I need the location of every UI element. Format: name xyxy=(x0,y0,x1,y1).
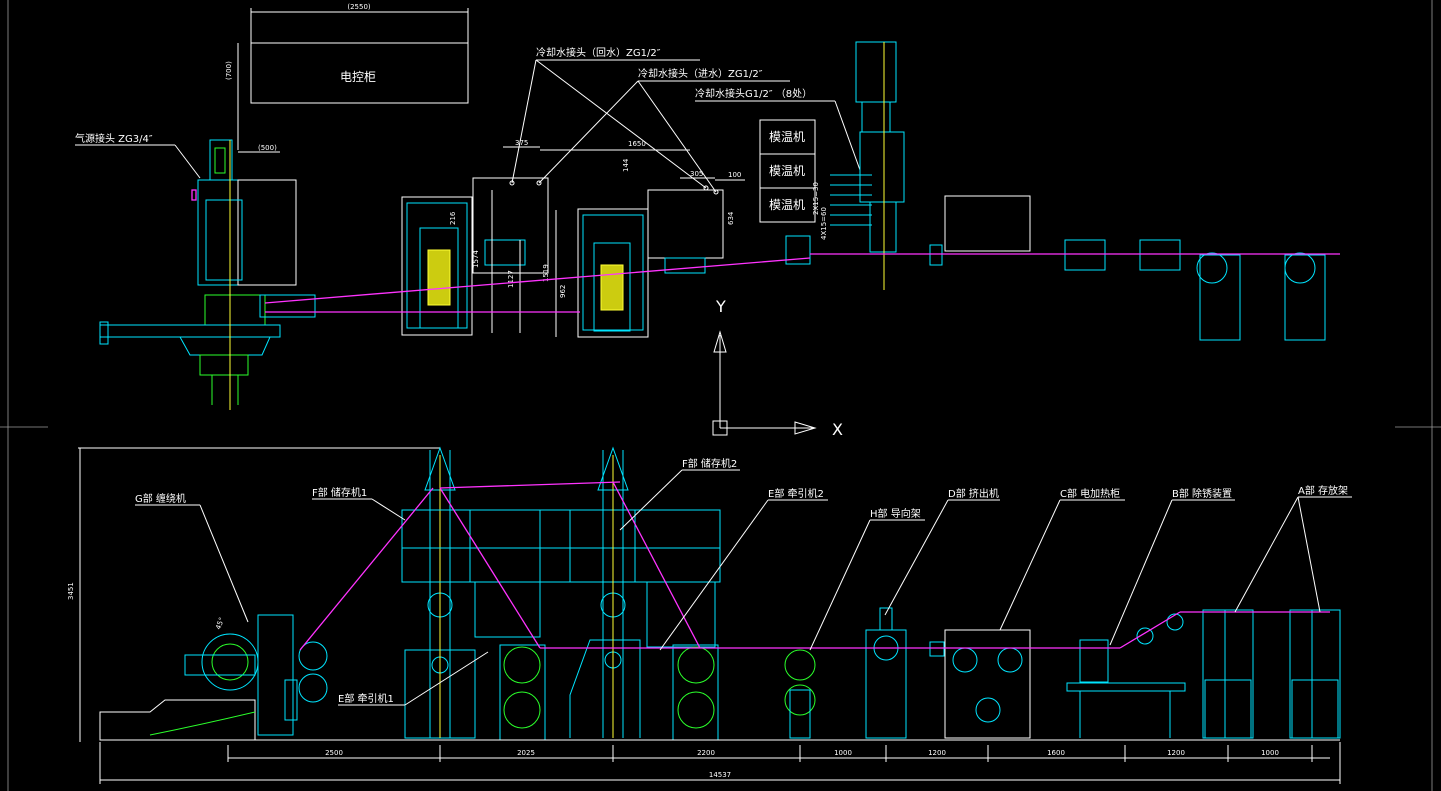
control-cabinet: 电控柜 (2550) (700) (500) xyxy=(225,3,469,153)
dim-cabinet-height: (700) xyxy=(225,61,233,80)
guide-frame xyxy=(784,649,816,739)
tank-dimensions: 375 1650 144 305 100 634 xyxy=(503,139,745,225)
label-e2: E部 牵引机2 xyxy=(768,487,824,500)
x-axis-label: X xyxy=(832,420,843,439)
dim-100: 100 xyxy=(728,171,741,179)
dim-s2: 2025 xyxy=(517,749,535,757)
wire-path-top xyxy=(264,253,1340,313)
ucs-icon: Y X xyxy=(712,297,843,439)
label-e1: E部 牵引机1 xyxy=(338,692,394,705)
label-g: G部 缠绕机 xyxy=(135,492,186,505)
label-f1: F部 储存机1 xyxy=(312,486,367,499)
air-source-callout: 气源接头 ZG3/4″ xyxy=(75,132,201,179)
cooling-callouts: 冷却水接头（回水）ZG1/2″ 冷却水接头（进水）ZG1/2″ 冷却水接头G1/… xyxy=(511,46,861,193)
extruder-top: 4X15=60 2X15=30 xyxy=(785,41,905,290)
dim-s8: 1000 xyxy=(1261,749,1279,757)
cooling-8-label: 冷却水接头G1/2″ （8处） xyxy=(695,87,812,100)
dim-634: 634 xyxy=(727,211,735,225)
cooling-tank-1: 216 1574 1127 xyxy=(401,177,549,336)
puller-2 xyxy=(672,644,719,741)
winder-top xyxy=(99,139,316,410)
cabinet-label: 电控柜 xyxy=(340,70,376,84)
storage-frame xyxy=(401,509,721,648)
dim-1127: 1127 xyxy=(507,270,515,288)
dim-1650: 1650 xyxy=(628,140,646,148)
heater-side xyxy=(929,629,1031,739)
storage-1 xyxy=(404,446,476,739)
dim-s6: 1600 xyxy=(1047,749,1065,757)
dim-962: 962 xyxy=(559,285,567,298)
dim-s1: 2500 xyxy=(325,749,343,757)
label-d: D部 挤出机 xyxy=(948,487,999,500)
storage-2 xyxy=(569,446,641,738)
wire-path-side xyxy=(299,481,1330,651)
bottom-dims: 2500 2025 2200 1000 1200 1600 1200 1000 … xyxy=(99,742,1341,784)
dim-height: 3451 xyxy=(67,582,75,600)
dim-cabinet-offset: (500) xyxy=(258,144,277,152)
label-f2: F部 储存机2 xyxy=(682,457,737,470)
dim-375: 375 xyxy=(515,139,528,147)
puller-1 xyxy=(499,644,546,741)
label-h: H部 导向架 xyxy=(870,507,921,520)
dim-angle: 45° xyxy=(214,616,226,630)
side-labels: G部 缠绕机 F部 储存机1 F部 储存机2 E部 牵引机2 H部 导向架 D部… xyxy=(135,457,1352,706)
dim-144: 144 xyxy=(622,158,630,172)
mold-temperature-units: 模温机 模温机 模温机 xyxy=(759,119,816,223)
cooling-inlet-label: 冷却水接头（进水）ZG1/2″ xyxy=(638,67,763,80)
dim-1574: 1574 xyxy=(472,250,480,268)
dim-s3: 2200 xyxy=(697,749,715,757)
dim-216: 216 xyxy=(449,211,457,225)
label-a: A部 存放架 xyxy=(1298,484,1348,497)
dim-4x15: 4X15=60 xyxy=(820,207,828,240)
label-c: C部 电加热柜 xyxy=(1060,487,1120,500)
heater-top xyxy=(929,195,1326,341)
dim-cabinet-width: (2550) xyxy=(347,3,371,11)
extruder-side xyxy=(865,607,907,739)
dim-s7: 1200 xyxy=(1167,749,1185,757)
cooling-tank-2: 1519 962 xyxy=(542,185,724,338)
derust-unit xyxy=(1066,613,1186,738)
dim-2x15: 2X15=30 xyxy=(812,182,820,215)
dim-s4: 1000 xyxy=(834,749,852,757)
dim-s5: 1200 xyxy=(928,749,946,757)
dim-1519: 1519 xyxy=(542,264,550,282)
air-source-label: 气源接头 ZG3/4″ xyxy=(75,132,153,145)
label-b: B部 除锈装置 xyxy=(1172,487,1232,500)
storage-rack xyxy=(1202,609,1341,739)
dim-total: 14537 xyxy=(709,771,731,779)
mold-temp-label-1: 模温机 xyxy=(769,130,805,144)
y-axis-label: Y xyxy=(715,297,726,316)
cooling-return-label: 冷却水接头（回水）ZG1/2″ xyxy=(536,46,661,59)
winder-side: 45° xyxy=(99,614,328,741)
mold-temp-label-2: 模温机 xyxy=(769,164,805,178)
side-height-dim: 3451 xyxy=(67,447,440,742)
dim-305: 305 xyxy=(690,170,703,178)
mold-temp-label-3: 模温机 xyxy=(769,198,805,212)
